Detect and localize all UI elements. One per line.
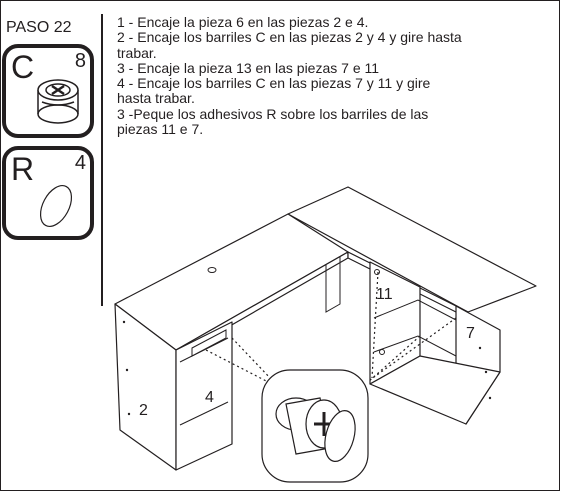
instruction-line: piezas 11 e 7. [117, 121, 204, 138]
piece-label-4: 4 [205, 389, 214, 406]
instruction-line: 2 - Encaje los barriles C en las piezas … [117, 29, 462, 46]
instruction-line: 4 - Encaje los barriles C en las piezas … [117, 75, 431, 92]
piece-label-7: 7 [466, 325, 475, 342]
instruction-line: 3 -Peque los adhesivos R sobre los barri… [117, 105, 429, 122]
part-c-quantity: 8 [74, 50, 86, 72]
part-r-quantity: 4 [74, 152, 86, 174]
part-c-letter: C [11, 49, 35, 85]
instruction-line: trabar. [117, 44, 157, 61]
instruction-line: 3 - Encaje la pieza 13 en las piezas 7 e… [117, 59, 380, 76]
part-c-box: C 8 [2, 44, 94, 138]
vertical-divider [101, 14, 103, 306]
round-sticker-icon [39, 185, 73, 227]
part-r-letter: R [11, 151, 35, 187]
piece-label-11: 11 [376, 286, 393, 303]
step-title: PASO 22 [6, 19, 72, 36]
cam-barrel-icon [37, 79, 79, 124]
part-r-box: R 4 [2, 146, 94, 240]
piece-label-2: 2 [139, 402, 148, 419]
instruction-line: 1 - Encaje la pieza 6 en las piezas 2 e … [117, 14, 369, 30]
instructions: 1 - Encaje la pieza 6 en las piezas 2 e … [117, 14, 557, 138]
instruction-line: hasta trabar. [117, 90, 195, 107]
